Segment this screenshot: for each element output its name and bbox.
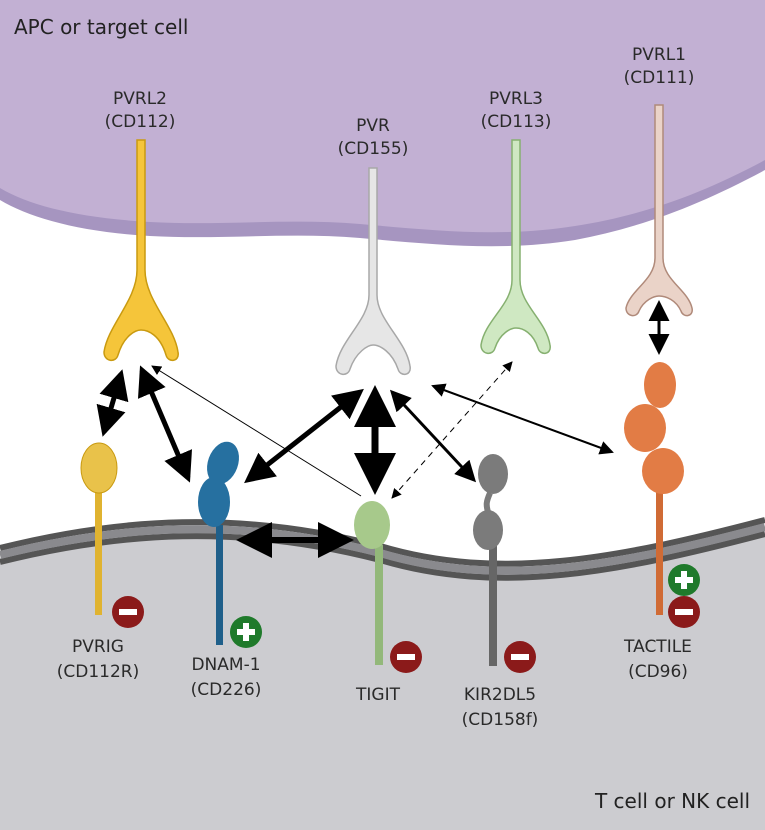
pvrl1-ligand [625,104,693,317]
plus-sign-icon [668,564,700,596]
pvrl3-cd: (CD113) [481,112,552,132]
plus-sign-icon [230,616,262,648]
pvrl3-ligand [480,139,551,354]
tigit-name: TIGIT [355,685,401,705]
pvrl2-name: PVRL2 [113,89,167,109]
arrow-dnam1-pvrl2 [137,365,193,483]
pvr-cd: (CD155) [338,139,409,159]
pvrl1-name: PVRL1 [632,45,686,65]
kir2dl5-cd: (CD158f) [462,710,539,730]
minus-sign-icon [390,641,422,673]
minus-sign-icon [504,641,536,673]
minus-sign-icon [668,596,700,628]
pvrl1-cd: (CD111) [624,68,695,88]
tactile-cd: (CD96) [628,662,688,682]
pvrig-cd: (CD112R) [57,662,140,682]
dnam1-cd: (CD226) [191,680,262,700]
apc-label: APC or target cell [14,15,188,39]
minus-sign-icon [112,596,144,628]
apc-body [0,0,765,233]
tigit-receptor [354,501,390,665]
pvr-name: PVR [356,116,390,136]
pvrig-receptor [80,442,118,615]
kir2dl5-name: KIR2DL5 [464,685,536,705]
pvrl2-ligand [103,139,179,361]
arrow-dnam1-pvr [244,388,364,484]
arrow-pvrig-pvrl2 [96,369,129,437]
arrow-tactile-pvr [431,383,614,455]
dnam1-receptor [198,441,239,645]
pvrl2-cd: (CD112) [105,112,176,132]
tactile-receptor [624,362,684,615]
pvr-ligand [335,167,411,375]
dnam1-name: DNAM-1 [191,655,260,675]
tactile-name: TACTILE [623,637,692,657]
arrow-kir2dl5-pvr [389,389,477,483]
pvrig-name: PVRIG [72,637,124,657]
tcell-body [0,530,765,830]
pvrl3-name: PVRL3 [489,89,543,109]
tcell-label: T cell or NK cell [594,789,750,813]
